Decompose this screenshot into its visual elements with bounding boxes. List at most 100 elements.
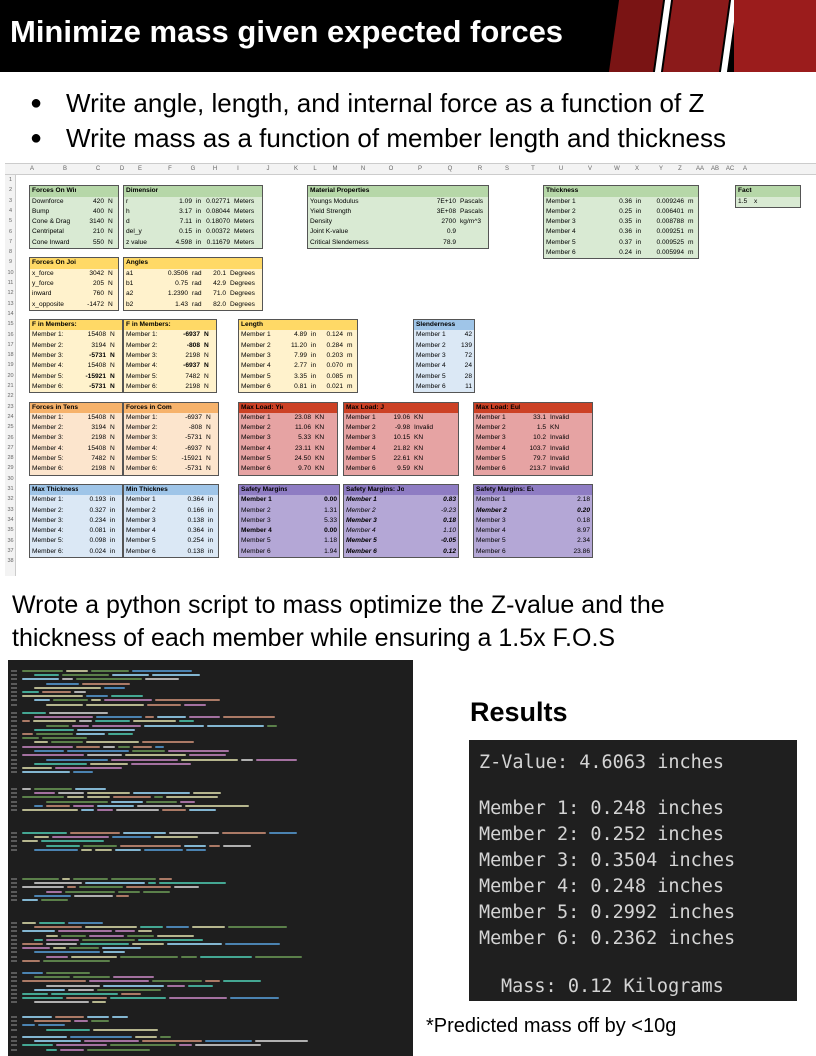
table-cell: N [206, 434, 211, 442]
table-cell: N [206, 455, 211, 463]
table-cell: N [108, 218, 113, 226]
table-cell: 3042 [89, 269, 104, 277]
code-text [147, 703, 181, 706]
table-cell: in [311, 331, 317, 339]
table-cell: N [206, 413, 211, 421]
code-text [74, 894, 113, 897]
table-cell: 11.20 [290, 341, 307, 349]
table-cell: Member 2 [241, 341, 271, 349]
row-number: 19 [7, 362, 14, 369]
code-text [22, 930, 55, 933]
table-header-row: Forces in Compression [124, 402, 218, 413]
code-text [22, 943, 43, 945]
table-cell: Member 6: [32, 547, 64, 555]
table-header-cell [228, 258, 262, 268]
title-stripe-red-3 [734, 0, 816, 72]
table-cell: Member 2 [241, 506, 271, 514]
table-header-cell [204, 403, 218, 413]
table-cell: Degrees [230, 269, 255, 277]
row-number: 29 [7, 465, 14, 472]
table-cell: m [688, 249, 694, 257]
table-cell: 2.18 [577, 496, 590, 504]
code-text [46, 804, 70, 807]
table-cell: 1.5 [738, 197, 748, 205]
table-cell: 23.08 [294, 413, 311, 421]
table-cell: Member 4 [346, 444, 376, 452]
code-text [123, 832, 166, 834]
code-text [137, 804, 182, 807]
code-text [86, 703, 144, 706]
table-cell: 2.77 [294, 362, 307, 370]
table-header-cell: Safety Margins: Euler [476, 486, 534, 493]
table-cell: N [204, 341, 209, 349]
code-text [255, 1040, 308, 1043]
table-cell: 2198 [91, 465, 106, 473]
table-f-head-on: F in Members: Head OnMember 1:15408NMemb… [29, 319, 123, 394]
table-cell: N [110, 465, 115, 473]
code-line-number [11, 955, 17, 958]
code-line-number [11, 767, 17, 769]
code-text [60, 1048, 84, 1051]
table-cell: Member 4: [32, 527, 64, 535]
table-cell: 0.234 [89, 516, 106, 524]
table-cell: Member 6 [241, 465, 271, 473]
table-cell: 7.11 [179, 218, 192, 226]
code-line-number [11, 943, 17, 945]
table-cell: 0.00 [324, 496, 337, 504]
table-cell: 20.1 [213, 269, 226, 277]
table-header-cell: Safety Margins: Yield [241, 486, 287, 493]
table-cell: 0.005994 [656, 249, 684, 257]
table-cell: N [108, 197, 113, 205]
code-line-number [11, 695, 17, 698]
table-dimensions: Dimensionsr1.09in0.02771Metersh3.17in0.0… [123, 185, 263, 250]
code-text [34, 804, 43, 807]
code-text [125, 754, 186, 757]
table-cell: Member 4: [32, 444, 64, 452]
table-header-cell [283, 320, 309, 330]
code-text [103, 746, 115, 748]
table-cell: in [110, 516, 116, 524]
table-forces-on-wing: Forces On WingDownforce420NBump400NCone … [29, 185, 119, 250]
code-text [33, 720, 76, 723]
table-cell: N [110, 352, 115, 360]
code-text [112, 836, 151, 839]
table-cell: Member 2 [416, 341, 446, 349]
code-text [103, 984, 164, 987]
code-text [73, 878, 108, 880]
code-text [133, 746, 152, 748]
code-text [34, 988, 65, 991]
table-header-cell [412, 403, 458, 413]
code-line-number [11, 1001, 17, 1004]
description-line: Wrote a python script to mass optimize t… [12, 591, 665, 619]
row-number: 8 [8, 249, 13, 256]
table-cell: Member 2 [241, 424, 271, 432]
bullet-text: Write angle, length, and internal force … [66, 88, 705, 118]
table-cell: 210 [92, 228, 104, 236]
code-text [82, 938, 135, 941]
table-cell: N [206, 424, 211, 432]
code-text [241, 758, 253, 761]
table-cell: 0.009525 [656, 238, 684, 246]
table-cell: 0.11679 [206, 238, 230, 246]
table-cell: KN [315, 465, 325, 473]
table-header-cell [148, 258, 190, 268]
code-text [41, 840, 104, 843]
table-header-cell [76, 258, 106, 268]
code-line-number [11, 988, 17, 991]
code-line-number [11, 771, 17, 774]
